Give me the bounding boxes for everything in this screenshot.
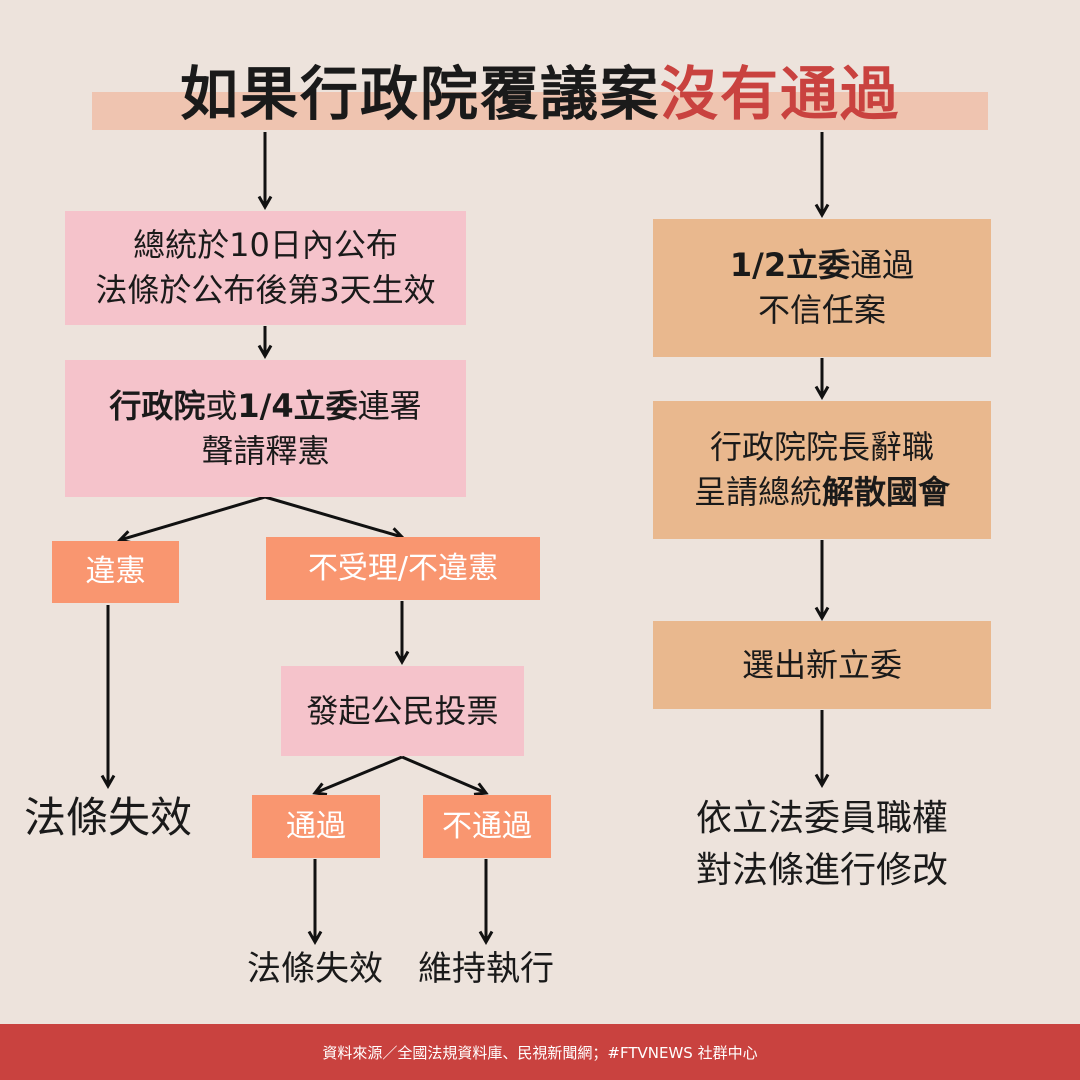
petition-line2: 聲請釋憲	[201, 431, 330, 470]
elect-box: 選出新立委	[653, 621, 991, 709]
no-confidence-line1: 1/2立委通過	[730, 243, 914, 288]
arrow-petition-to-unconstitutional	[117, 495, 266, 545]
not-accepted-box: 不受理/不違憲	[266, 537, 540, 600]
petition-line1: 行政院或1/4立委連署	[109, 384, 421, 429]
resign-line2: 呈請總統解散國會	[694, 470, 950, 515]
title-highlight: 沒有通過	[660, 60, 901, 128]
resign-dissolve-bold: 解散國會	[822, 473, 951, 511]
maintain-text: 維持執行	[418, 949, 554, 989]
no-confidence-bold: 1/2立委	[729, 246, 851, 285]
not-pass-label: 不通過	[442, 808, 532, 844]
arrow-referendum-to-pass	[312, 755, 403, 797]
law-invalid-bottom: 法條失效	[247, 949, 383, 989]
page-title: 如果行政院覆議案沒有通過	[0, 56, 1080, 132]
unconstitutional-box: 違憲	[52, 541, 179, 603]
referendum-label: 發起公民投票	[306, 691, 499, 730]
resign-request: 呈請總統	[693, 473, 822, 511]
petition-box: 行政院或1/4立委連署 聲請釋憲	[65, 360, 466, 497]
title-underline	[92, 92, 988, 130]
title-main: 如果行政院覆議案	[179, 60, 660, 128]
amend-line2: 對法條進行修改	[695, 850, 948, 892]
promulgate-box: 總統於10日內公布 法條於公布後第3天生效	[65, 211, 466, 325]
resign-box: 行政院院長辭職 呈請總統解散國會	[653, 401, 991, 539]
amend-line1: 依立法委員職權	[695, 798, 948, 839]
not-accepted-label: 不受理/不違憲	[307, 550, 499, 586]
amend-text: 依立法委員職權 對法條進行修改	[662, 793, 982, 897]
referendum-box: 發起公民投票	[281, 666, 524, 756]
unconstitutional-label: 違憲	[85, 554, 146, 589]
arrow-referendum-to-not-pass	[401, 755, 489, 796]
resign-line1: 行政院院長辭職	[709, 428, 934, 467]
petition-bold-executive: 行政院	[109, 386, 206, 425]
arrow-petition-to-not-accepted	[264, 495, 405, 542]
no-confidence-pass: 通過	[850, 246, 915, 285]
footer-source: 資料來源／全國法規資料庫、民視新聞網；#FTVNEWS 社群中心	[0, 1024, 1080, 1080]
petition-cosign: 連署	[357, 386, 422, 425]
promulgate-line1: 總統於10日內公布	[133, 226, 398, 265]
pass-box: 通過	[252, 795, 380, 858]
promulgate-line2: 法條於公布後第3天生效	[95, 271, 436, 309]
not-pass-box: 不通過	[423, 795, 551, 858]
law-invalid-left: 法條失效	[23, 793, 192, 842]
elect-label: 選出新立委	[741, 645, 902, 684]
petition-or: 或	[205, 386, 238, 425]
no-confidence-line2: 不信任案	[757, 291, 886, 329]
footer-text: 資料來源／全國法規資料庫、民視新聞網；#FTVNEWS 社群中心	[322, 1043, 758, 1062]
petition-bold-legislators: 1/4立委	[237, 386, 358, 425]
no-confidence-box: 1/2立委通過 不信任案	[653, 219, 991, 357]
pass-label: 通過	[286, 808, 346, 844]
